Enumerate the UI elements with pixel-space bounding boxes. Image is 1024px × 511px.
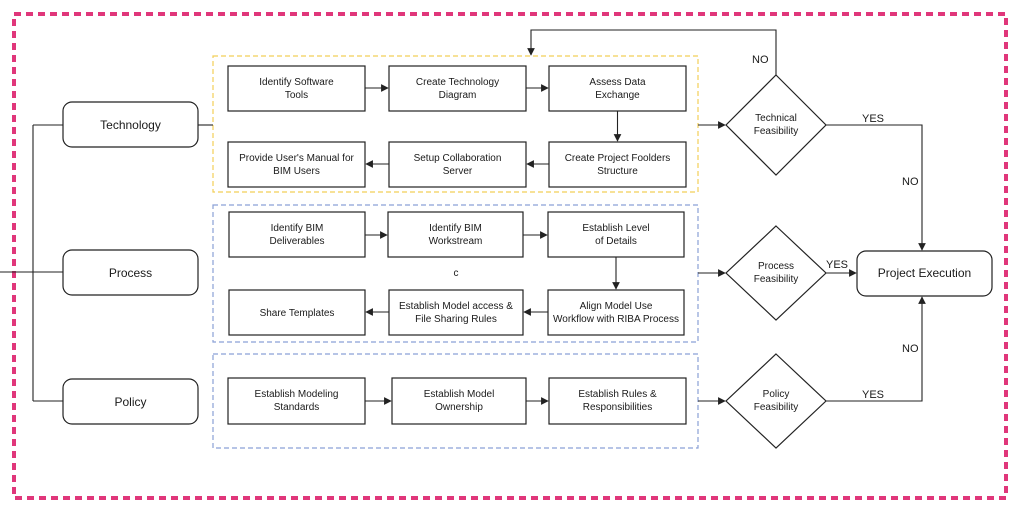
outer-frame <box>12 12 1008 500</box>
category-technology-label: Technology <box>100 118 161 132</box>
decision-technical-line2: Feasibility <box>754 126 798 137</box>
step-establish-rules-responsibilities[interactable]: Establish Rules & Responsibilities <box>548 377 687 425</box>
step-establish-model-ownership-line2: Ownership <box>435 402 483 413</box>
decision-policy-line2: Feasibility <box>754 402 798 413</box>
edge-label-policy-yes: YES <box>862 389 884 401</box>
step-establish-level-of-details[interactable]: Establish Level of Details <box>547 211 685 258</box>
outcome-connectors <box>826 124 926 402</box>
step-create-technology-diagram-line2: Diagram <box>439 90 477 101</box>
edge-label-tech-no-side: NO <box>902 176 919 188</box>
step-setup-collaboration-server-line1: Setup Collaboration <box>414 153 502 164</box>
step-establish-model-ownership-line1: Establish Model <box>424 389 495 400</box>
technical-no-loop <box>527 29 777 75</box>
category-technology[interactable]: Technology <box>62 101 199 148</box>
category-bracket <box>0 124 213 402</box>
step-assess-data-exchange-line1: Assess Data <box>589 77 646 88</box>
edge-label-tech-no-top: NO <box>752 54 769 66</box>
edge-label-process-yes: YES <box>826 259 848 271</box>
step-create-project-folders-structure-line1: Create Project Foolders <box>565 153 671 164</box>
decision-technical-line1: Technical <box>755 113 797 124</box>
svg-text:Establish Rules &Responsibilit: Establish Rules & Responsibilities <box>578 389 657 413</box>
decision-process-line1: Process <box>758 261 794 272</box>
step-align-model-use-line2: Workflow with RIBA Process <box>553 314 679 325</box>
step-establish-model-access-line1: Establish Model access & <box>399 301 513 312</box>
step-identify-software-tools-line1: Identify Software <box>259 77 334 88</box>
edge-label-tech-yes: YES <box>862 113 884 125</box>
step-identify-software-tools-line2: Tools <box>285 90 308 101</box>
step-establish-rules-responsibilities-line1: Establish Rules & <box>578 389 657 400</box>
step-establish-rules-responsibilities-line2: Responsibilities <box>583 402 652 413</box>
step-identify-bim-workstream-line1: Identify BIM <box>429 223 482 234</box>
step-provide-users-manual-line1: Provide User's Manual for <box>239 153 354 164</box>
step-establish-modeling-standards-line1: Establish Modeling <box>255 389 339 400</box>
process-arrows <box>365 231 620 316</box>
step-establish-model-access-line2: File Sharing Rules <box>415 314 497 325</box>
step-create-project-folders-structure-line2: Structure <box>597 166 638 177</box>
decision-process-line2: Feasibility <box>754 274 798 285</box>
category-policy[interactable]: Policy <box>62 378 199 425</box>
svg-text:Establish Model access &File S: Establish Model access & File Sharing Rul… <box>399 301 513 325</box>
technology-arrows <box>365 84 622 168</box>
step-establish-level-of-details-line2: of Details <box>595 236 637 247</box>
step-identify-bim-workstream-line2: Workstream <box>429 236 483 247</box>
step-assess-data-exchange-line2: Exchange <box>595 90 640 101</box>
step-share-templates-label: Share Templates <box>260 308 335 319</box>
category-process-label: Process <box>109 266 152 280</box>
step-setup-collaboration-server-line2: Server <box>443 166 473 177</box>
step-identify-bim-deliverables[interactable]: Identify BIM Deliverables <box>228 211 366 258</box>
group-to-decision-arrows <box>698 121 726 405</box>
step-establish-level-of-details-line1: Establish Level <box>582 223 649 234</box>
category-policy-label: Policy <box>114 395 146 409</box>
category-process[interactable]: Process <box>62 249 199 296</box>
step-establish-model-access[interactable]: Establish Model access & File Sharing Rul… <box>388 289 524 336</box>
outcome-project-execution[interactable]: Project Execution <box>856 250 993 297</box>
step-identify-bim-deliverables-line2: Deliverables <box>269 236 324 247</box>
step-share-templates[interactable]: Share Templates <box>228 289 366 336</box>
technology-group-frame <box>212 55 699 193</box>
edge-label-policy-no: NO <box>902 343 919 355</box>
outcome-project-execution-label: Project Execution <box>878 266 971 280</box>
stray-mark: c <box>454 268 459 279</box>
step-establish-modeling-standards-line2: Standards <box>274 402 320 413</box>
step-identify-bim-deliverables-line1: Identify BIM <box>271 223 324 234</box>
decision-policy-line1: Policy <box>763 389 790 400</box>
step-identify-bim-workstream[interactable]: Identify BIM Workstream <box>387 211 524 258</box>
step-align-model-use-line1: Align Model Use <box>580 301 653 312</box>
step-provide-users-manual-line2: BIM Users <box>273 166 320 177</box>
step-create-technology-diagram-line1: Create Technology <box>416 77 499 88</box>
